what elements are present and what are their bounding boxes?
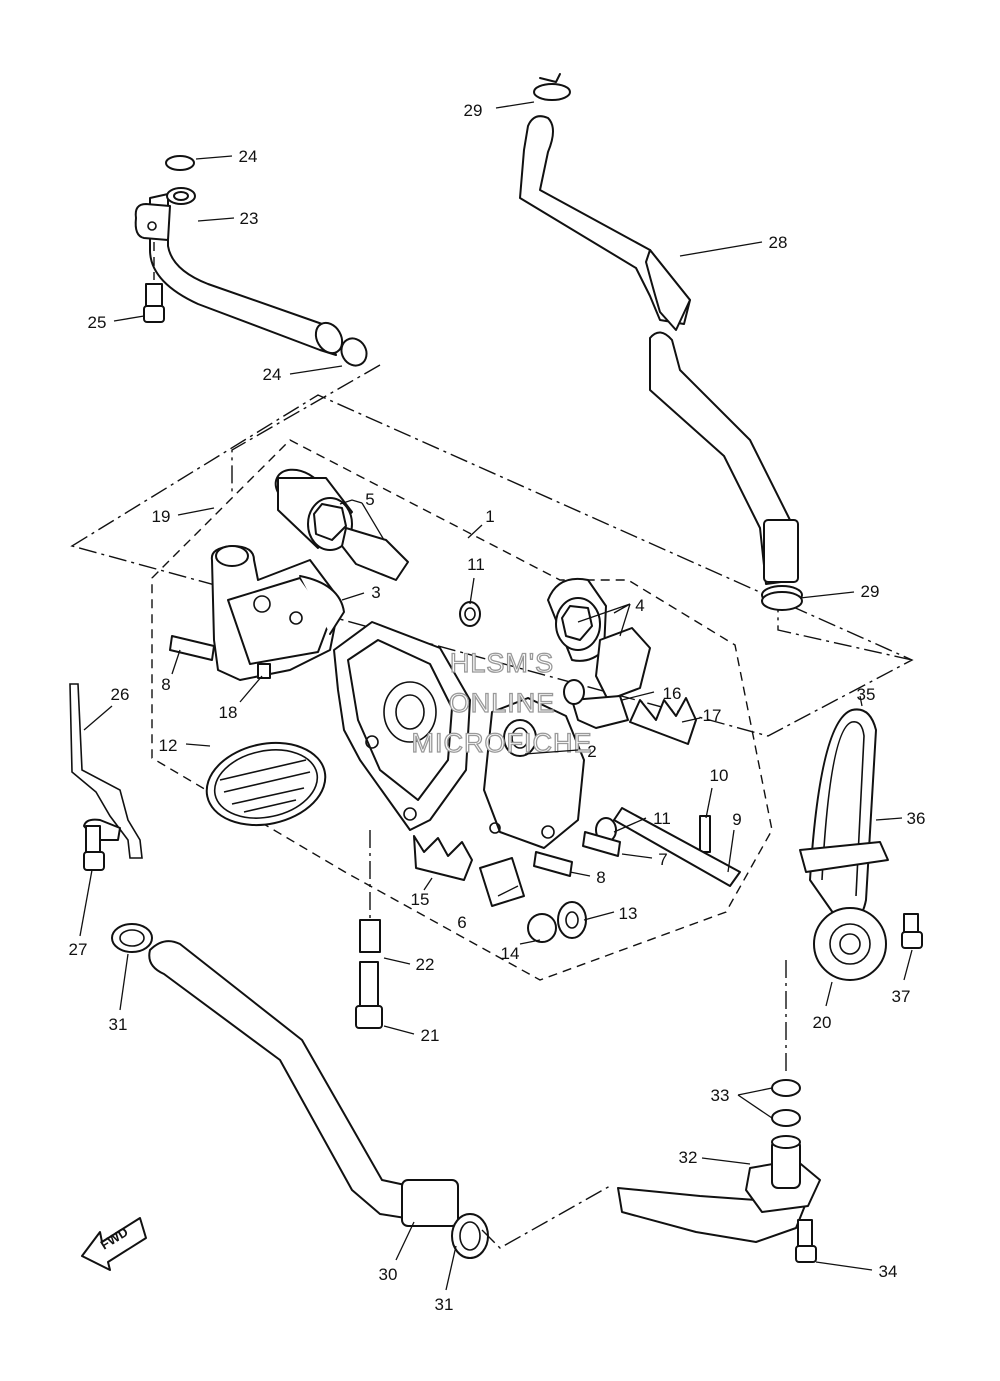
- bolt-8-right: [533, 851, 573, 877]
- callout-3: 3: [371, 583, 380, 602]
- rotor-set-4: [547, 578, 651, 701]
- callout-29-top: 29: [464, 101, 483, 120]
- plunger-6: [479, 857, 525, 907]
- pin-18: [257, 663, 271, 679]
- callout-2: 2: [587, 742, 596, 761]
- watermark: HLSM'S ONLINE MICROFICHE: [411, 647, 593, 758]
- callout-33: 33: [711, 1086, 730, 1105]
- leader-lines: [79, 101, 913, 1291]
- callout-4: 4: [635, 596, 644, 615]
- callout-11-bottom: 11: [653, 809, 671, 828]
- ball-14: [527, 913, 557, 943]
- valve-16: [571, 695, 629, 729]
- watermark-line-2: ONLINE: [449, 688, 556, 718]
- chain-35: [809, 708, 877, 924]
- callout-27: 27: [69, 940, 88, 959]
- seal-11-top: [459, 601, 481, 627]
- clamp-31-right: [451, 1213, 489, 1259]
- callout-20: 20: [813, 1013, 832, 1032]
- callout-8-left: 8: [161, 675, 170, 694]
- bolt-21: [359, 961, 379, 1009]
- sprocket-20: [813, 907, 887, 981]
- bolt-27: [85, 825, 101, 853]
- drive-chain-set: [799, 708, 923, 981]
- callout-23: 23: [240, 209, 259, 228]
- callout-29-bottom: 29: [861, 582, 880, 601]
- bolt-8-left: [169, 635, 215, 661]
- callout-25: 25: [88, 313, 107, 332]
- callout-18: 18: [219, 703, 238, 722]
- callout-31-right: 31: [435, 1295, 454, 1314]
- callout-24-bottom: 24: [263, 365, 282, 384]
- pump-body: [333, 621, 471, 831]
- callout-17: 17: [703, 706, 722, 725]
- callout-6: 6: [457, 913, 466, 932]
- callout-10: 10: [710, 766, 729, 785]
- oil-strainer-12: [205, 741, 327, 827]
- fasteners: [169, 635, 383, 1029]
- bolt-34: [797, 1219, 813, 1249]
- clamp-31-left: [111, 923, 153, 953]
- dowel-22: [359, 919, 381, 953]
- callout-15: 15: [411, 890, 430, 909]
- clamp-29-top: [533, 83, 571, 101]
- assembly-outlines: [70, 364, 914, 981]
- relief-valve-parts: [413, 601, 741, 943]
- callout-28: 28: [769, 233, 788, 252]
- callout-34: 34: [879, 1262, 898, 1281]
- callout-24-top: 24: [239, 147, 258, 166]
- callout-21: 21: [421, 1026, 440, 1045]
- callout-36: 36: [907, 809, 926, 828]
- seal-13: [557, 901, 587, 939]
- callout-13: 13: [619, 904, 638, 923]
- watermark-line-3: MICROFICHE: [412, 728, 593, 758]
- callout-37: 37: [892, 987, 911, 1006]
- pump-cover-2: [483, 697, 585, 849]
- callouts: 1 2 3 4 5 6 7 8 8 9 10 11 11 12 13 14 15…: [69, 101, 926, 1314]
- guide-36: [799, 841, 889, 873]
- lower-pipes: [111, 923, 821, 1263]
- callout-32: 32: [679, 1148, 698, 1167]
- spring-15: [413, 835, 473, 881]
- watermark-line-1: HLSM'S: [450, 648, 554, 678]
- callout-1: 1: [485, 507, 494, 526]
- callout-26: 26: [111, 685, 130, 704]
- callout-16: 16: [663, 684, 682, 703]
- pump-cover-3: [210, 545, 345, 681]
- callout-31-left: 31: [109, 1015, 128, 1034]
- spring-17: [629, 697, 697, 745]
- callout-5: 5: [365, 490, 374, 509]
- callout-14: 14: [501, 944, 520, 963]
- forward-arrow: FWD: [81, 1217, 147, 1271]
- rotor-set-5: [274, 468, 409, 581]
- callout-30: 30: [379, 1265, 398, 1284]
- o-ring-33-bottom: [771, 1109, 801, 1127]
- callout-7: 7: [658, 850, 667, 869]
- o-ring-33-top: [771, 1079, 801, 1097]
- callout-8-right: 8: [596, 868, 605, 887]
- o-ring-24-top: [165, 155, 195, 171]
- pin-10: [699, 815, 711, 853]
- bolt-7: [582, 831, 621, 857]
- bolt-25: [145, 283, 163, 309]
- callout-19: 19: [152, 507, 171, 526]
- shaft-9: [613, 807, 741, 887]
- pipe-23: [134, 155, 368, 367]
- callout-11-top: 11: [467, 555, 485, 574]
- callout-22: 22: [416, 955, 435, 974]
- callout-12: 12: [159, 736, 178, 755]
- pipe-26: [69, 683, 143, 871]
- o-ring-24-bottom: [340, 337, 368, 367]
- callout-9: 9: [732, 810, 741, 829]
- hose-28: [519, 73, 803, 611]
- callout-35: 35: [857, 685, 876, 704]
